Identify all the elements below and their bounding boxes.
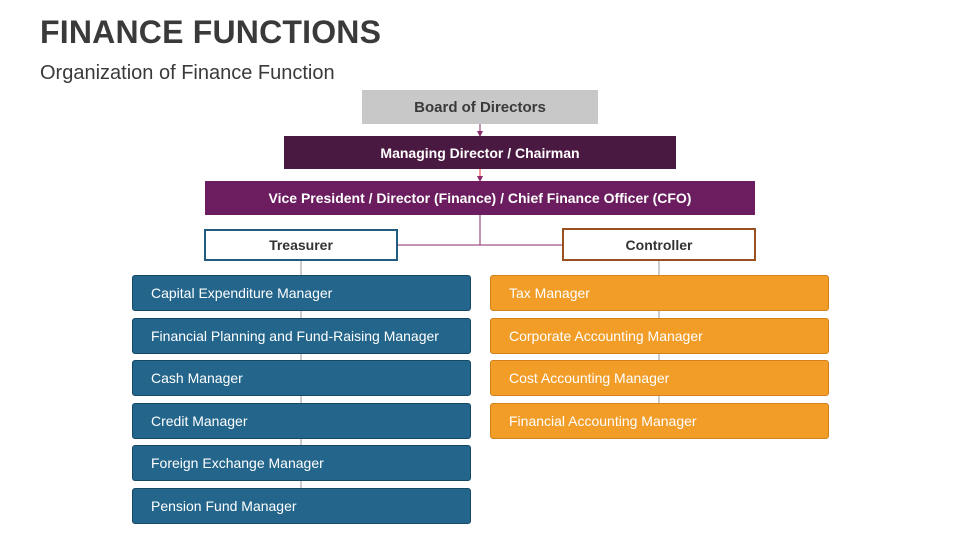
managing-director-box: Managing Director / Chairman <box>284 136 676 169</box>
treasurer-report-cash: Cash Manager <box>132 360 471 396</box>
treasurer-report-foreign-exchange: Foreign Exchange Manager <box>132 445 471 481</box>
treasurer-box: Treasurer <box>204 229 398 261</box>
controller-report-financial-accounting: Financial Accounting Manager <box>490 403 829 439</box>
controller-report-corporate-accounting: Corporate Accounting Manager <box>490 318 829 354</box>
page-subtitle: Organization of Finance Function <box>40 62 335 84</box>
board-of-directors-box: Board of Directors <box>362 90 598 124</box>
vice-president-box: Vice President / Director (Finance) / Ch… <box>205 181 755 215</box>
controller-report-tax: Tax Manager <box>490 275 829 311</box>
page-title: FINANCE FUNCTIONS <box>40 14 382 50</box>
controller-box: Controller <box>562 228 756 261</box>
treasurer-report-capital-expenditure: Capital Expenditure Manager <box>132 275 471 311</box>
treasurer-report-pension-fund: Pension Fund Manager <box>132 488 471 524</box>
controller-report-cost-accounting: Cost Accounting Manager <box>490 360 829 396</box>
treasurer-report-credit: Credit Manager <box>132 403 471 439</box>
treasurer-report-financial-planning: Financial Planning and Fund-Raising Mana… <box>132 318 471 354</box>
